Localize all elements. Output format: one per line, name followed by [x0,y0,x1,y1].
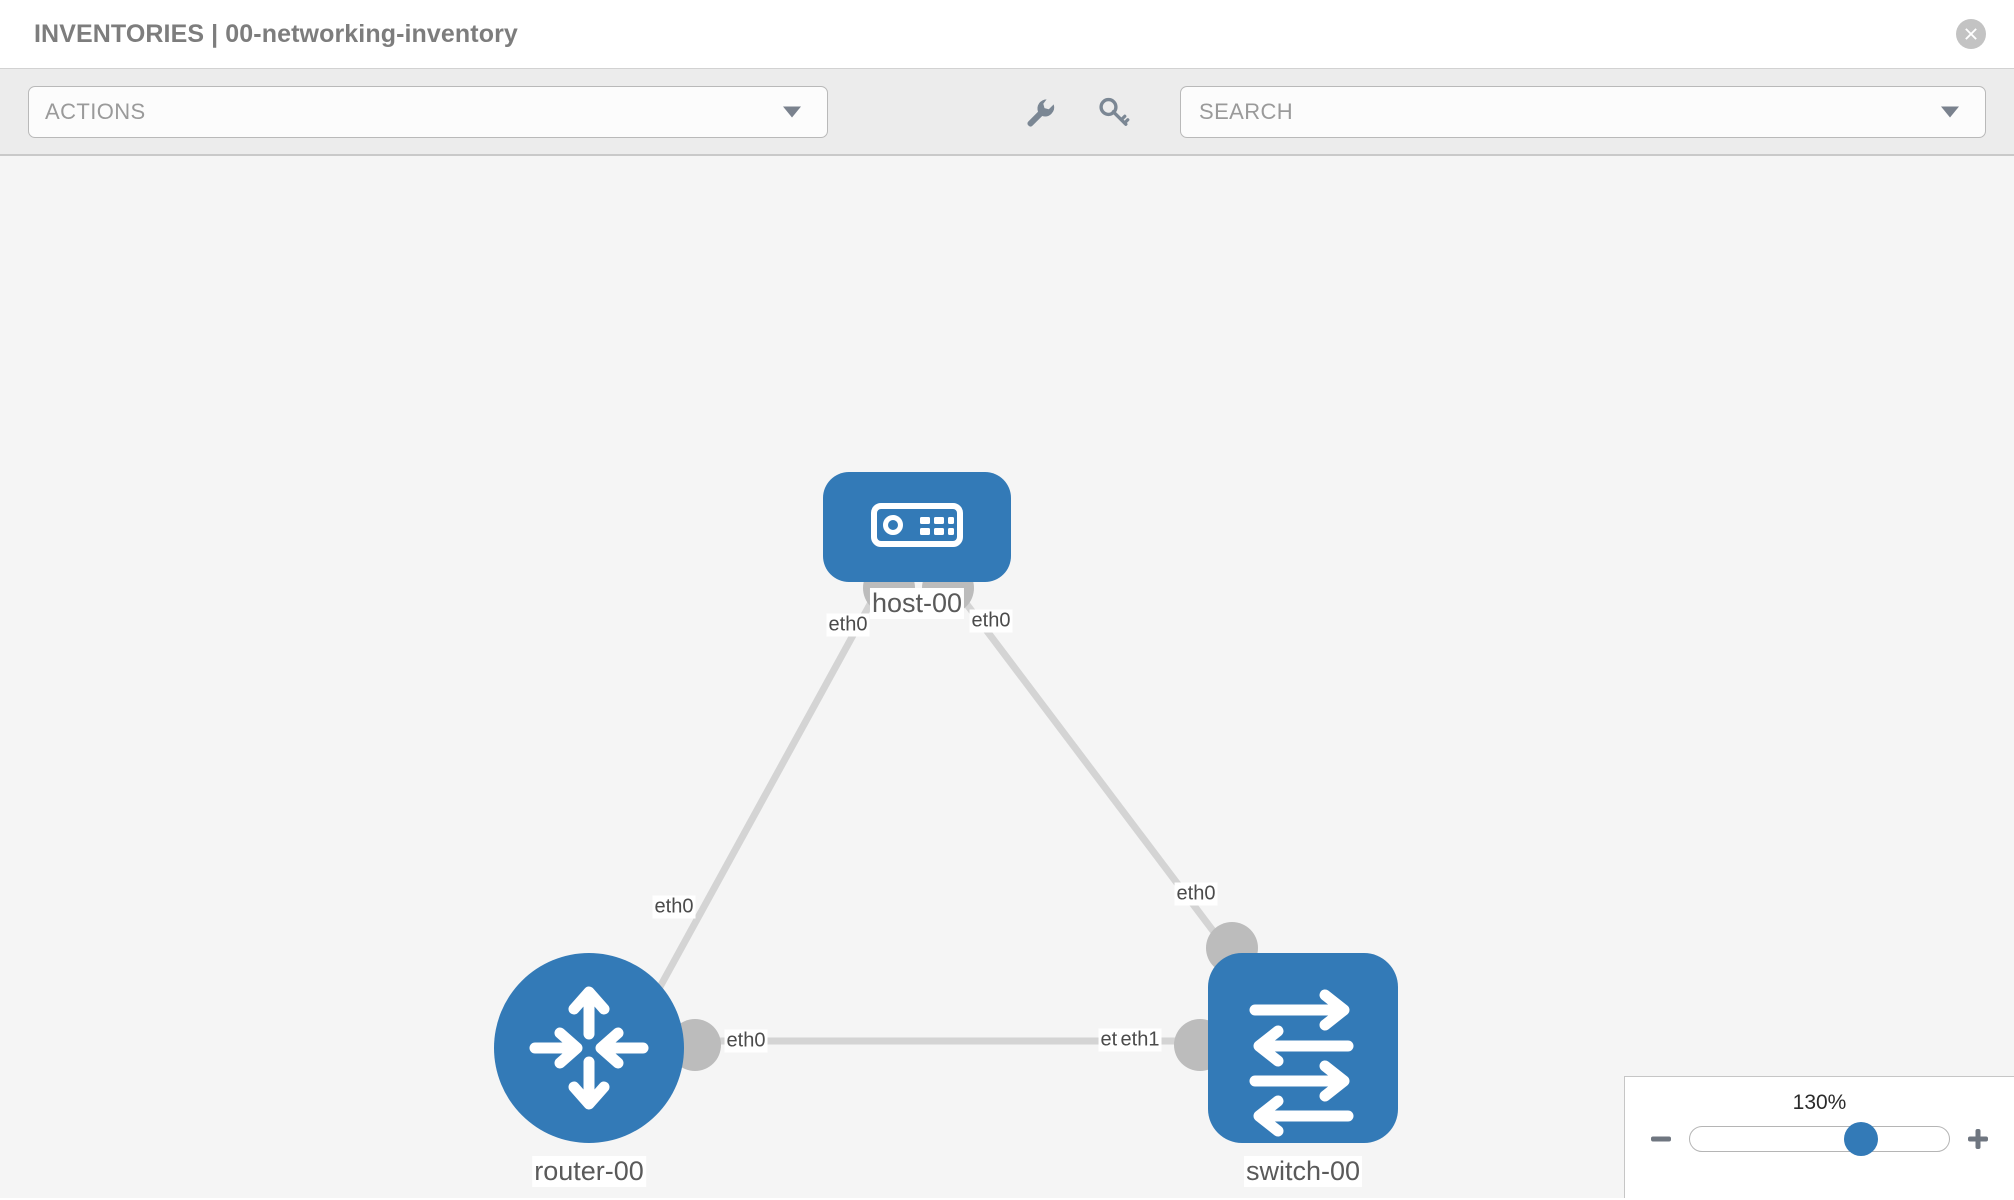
node-host-00[interactable] [823,472,1011,582]
edge-label-router-right: eth0 [724,1029,768,1053]
topology-canvas[interactable]: host-00 router-00 switch-00 eth0 eth0 et… [0,156,2014,1198]
edge-label-switch-left-eth1: eth1 [1118,1028,1162,1052]
actions-dropdown[interactable]: ACTIONS [28,85,828,138]
edge-label-host-right: eth0 [969,609,1013,633]
toolbar-icon-group [1018,90,1136,134]
node-router-00[interactable] [494,953,684,1143]
edge-label-switch-up: eth0 [1174,882,1218,906]
server-appliance-icon [871,503,963,547]
wrench-icon[interactable] [1018,90,1062,134]
topology-graph [494,472,1398,1143]
toolbar: ACTIONS [0,68,2014,156]
zoom-slider[interactable] [1689,1122,1950,1156]
zoom-slider-thumb[interactable] [1843,1122,1878,1156]
search-box[interactable] [1180,85,1986,138]
node-label-switch-00: switch-00 [1243,1156,1363,1187]
node-label-router-00: router-00 [532,1156,646,1187]
edge-label-host-left: eth0 [826,613,870,637]
node-switch-00[interactable] [1208,953,1398,1143]
chevron-down-icon[interactable] [1941,106,1959,117]
node-label-host-00: host-00 [869,588,965,619]
zoom-slider-row [1625,1122,2014,1156]
switch-arrows-icon [1249,989,1354,1137]
edge-label-router-up: eth0 [652,895,696,919]
actions-dropdown-label: ACTIONS [45,98,146,124]
key-icon[interactable] [1092,90,1136,134]
chevron-down-icon [783,106,801,117]
search-input[interactable] [1197,97,1969,126]
plus-icon[interactable] [1964,1125,1992,1153]
close-icon[interactable] [1956,19,1986,49]
zoom-level-value: 130% [1792,1091,1847,1114]
edge-host-router [651,584,884,998]
router-arrows-icon [529,986,649,1110]
page-title: INVENTORIES | 00-networking-inventory [34,19,518,48]
zoom-control-panel: 130% [1624,1076,2014,1198]
page-header: INVENTORIES | 00-networking-inventory [0,0,2014,68]
minus-icon[interactable] [1647,1125,1675,1153]
